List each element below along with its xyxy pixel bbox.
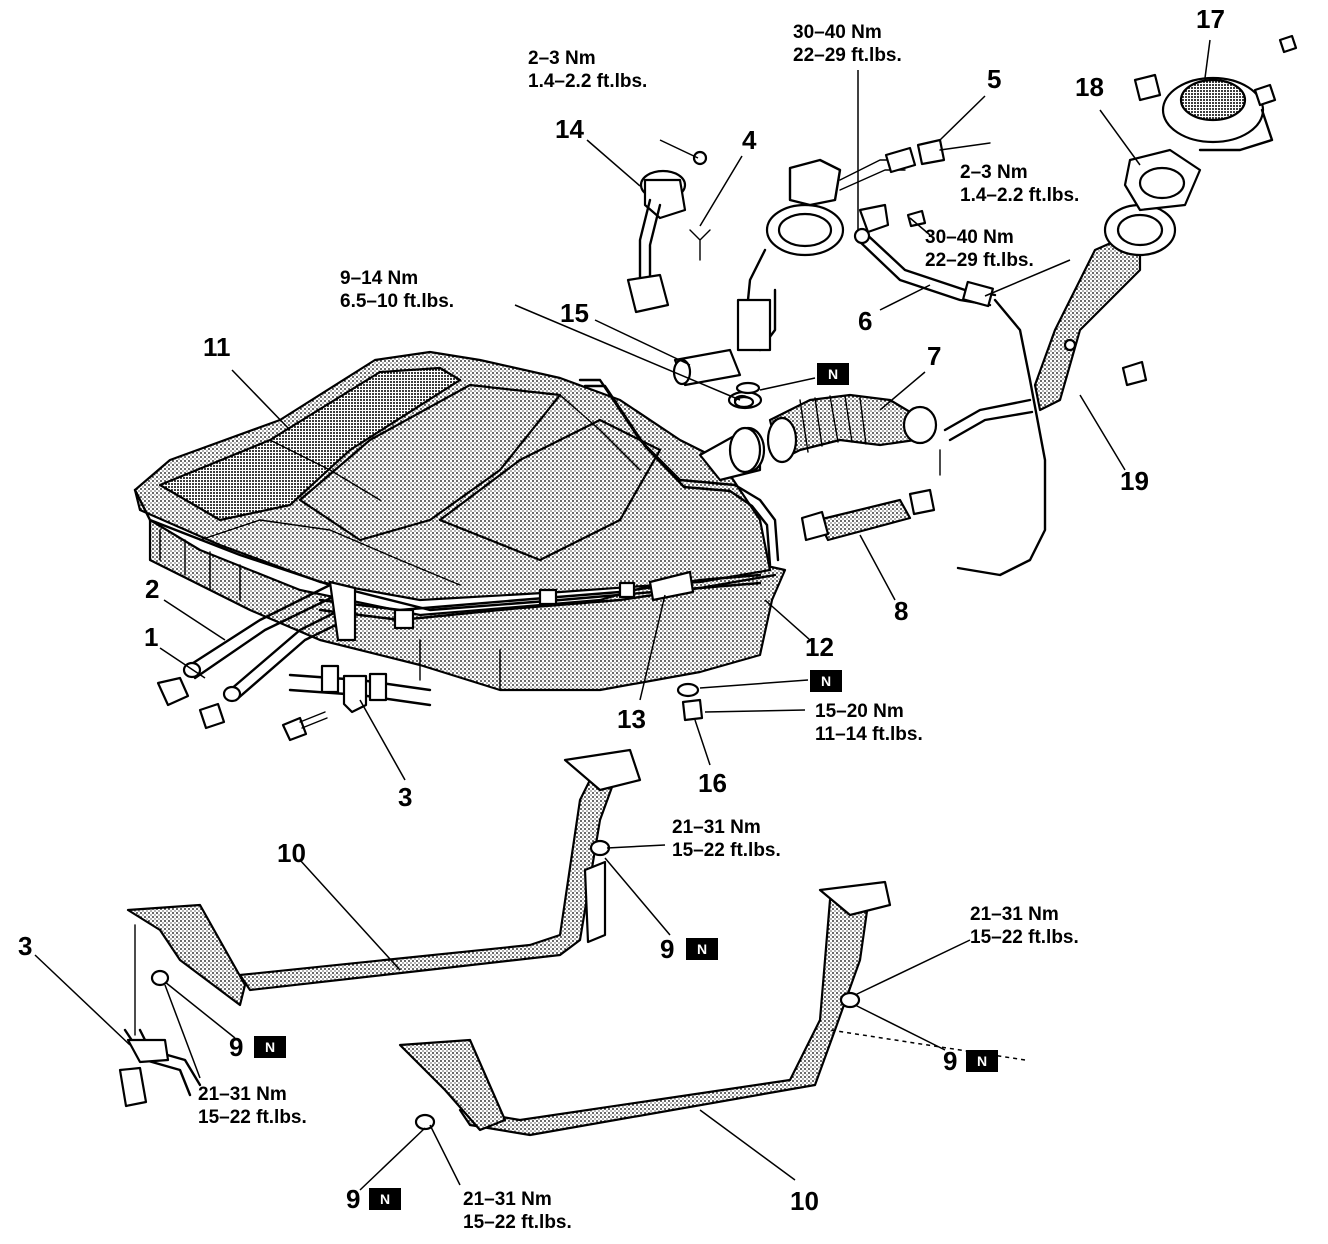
n-marker-drain: N (810, 670, 842, 692)
fuel-cap (1161, 34, 1298, 152)
svg-text:N: N (265, 1039, 275, 1055)
callout-11: 11 (203, 332, 231, 362)
fuel-sender-unit (626, 150, 711, 314)
torque-9d-ft: 15–22 ft.lbs. (463, 1212, 572, 1233)
callout-13: 13 (617, 704, 646, 734)
torque-16-nm: 15–20 Nm (815, 701, 904, 722)
tank-strap-lower (398, 880, 892, 1137)
callout-16: 16 (698, 768, 727, 798)
callout-14: 14 (555, 114, 584, 144)
filler-gasket (1123, 73, 1202, 212)
tank-strap-upper (126, 748, 642, 1007)
callout-2: 2 (145, 574, 159, 604)
fuel-lines-on-tank (156, 378, 780, 730)
n-marker-9b: N (254, 1036, 286, 1058)
callout-12: 12 (805, 632, 834, 662)
callout-19: 19 (1120, 466, 1149, 496)
callout-4: 4 (742, 125, 757, 155)
torque-15-ft: 6.5–10 ft.lbs. (340, 291, 454, 312)
torque-9d-nm: 21–31 Nm (463, 1189, 552, 1210)
torque-9c-ft: 15–22 ft.lbs. (198, 1107, 307, 1128)
callout-numbers: 1 2 3 3 4 5 6 7 8 9 9 9 9 10 10 11 12 13… (18, 4, 1225, 1216)
callout-6: 6 (858, 306, 872, 336)
svg-text:N: N (821, 673, 831, 689)
fuel-hose-assembly (853, 138, 1047, 577)
callout-1: 1 (144, 622, 158, 652)
svg-text:N: N (697, 941, 707, 957)
torque-9a-ft: 15–22 ft.lbs. (672, 840, 781, 861)
n-marker-9d: N (369, 1188, 401, 1210)
torque-15-nm: 9–14 Nm (340, 268, 418, 289)
callout-18: 18 (1075, 72, 1104, 102)
vapor-clamp-lower (118, 924, 202, 1108)
callout-3-lower: 3 (18, 931, 32, 961)
torque-14-ft: 1.4–2.2 ft.lbs. (528, 71, 647, 92)
n-marker-9a: N (686, 938, 718, 960)
new-part-markers: N N N N N N (254, 363, 998, 1210)
callout-17: 17 (1196, 4, 1225, 34)
callout-7: 7 (927, 341, 941, 371)
torque-clip-ft: 1.4–2.2 ft.lbs. (960, 185, 1079, 206)
torque-specs: 2–3 Nm 1.4–2.2 ft.lbs. 30–40 Nm 22–29 ft… (198, 22, 1079, 1233)
callout-3-upper: 3 (398, 782, 412, 812)
callout-8: 8 (894, 596, 908, 626)
torque-9b-ft: 15–22 ft.lbs. (970, 927, 1079, 948)
callout-15: 15 (560, 298, 589, 328)
torque-16-ft: 11–14 ft.lbs. (815, 724, 923, 745)
torque-6r-nm: 30–40 Nm (925, 227, 1014, 248)
svg-text:N: N (828, 366, 838, 382)
callout-9-b: 9 (229, 1032, 243, 1062)
callout-10-lower: 10 (790, 1186, 819, 1216)
torque-9a-nm: 21–31 Nm (672, 817, 761, 838)
torque-6top-ft: 22–29 ft.lbs. (793, 45, 902, 66)
n-marker-9c: N (966, 1050, 998, 1072)
torque-14-nm: 2–3 Nm (528, 48, 596, 69)
torque-9b-nm: 21–31 Nm (970, 904, 1059, 925)
filler-hose (728, 393, 938, 474)
fuel-pump-assembly (672, 158, 906, 387)
filler-neck (943, 203, 1177, 442)
callout-9-c: 9 (943, 1046, 957, 1076)
callout-10-upper: 10 (277, 838, 306, 868)
breather-hose (800, 449, 941, 542)
vapor-clamp-upper (281, 664, 432, 742)
n-marker-pump: N (817, 363, 849, 385)
callout-5: 5 (987, 64, 1001, 94)
leader-lines (34, 39, 1211, 1191)
drain-plug (676, 682, 704, 722)
torque-clip-nm: 2–3 Nm (960, 162, 1028, 183)
svg-text:N: N (977, 1053, 987, 1069)
torque-6top-nm: 30–40 Nm (793, 22, 882, 43)
torque-6r-ft: 22–29 ft.lbs. (925, 250, 1034, 271)
torque-9c-nm: 21–31 Nm (198, 1084, 287, 1105)
svg-text:N: N (380, 1191, 390, 1207)
callout-9-a: 9 (660, 934, 674, 964)
callout-9-d: 9 (346, 1184, 360, 1214)
fuel-tank (133, 350, 787, 692)
